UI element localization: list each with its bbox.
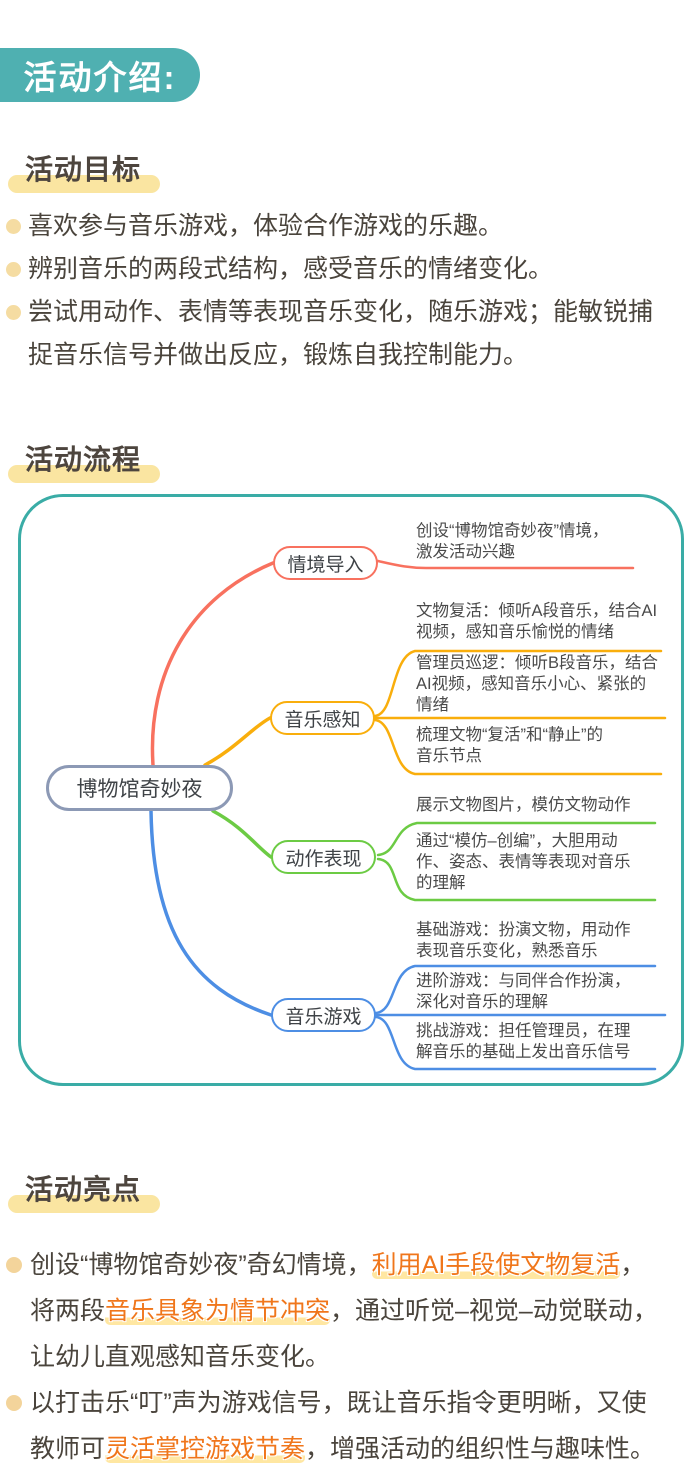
mindmap-leaf: 通过“模仿–创编”，大胆用动 作、姿态、表情等表现对音乐 的理解 — [416, 832, 631, 892]
node-label: 音乐感知 — [284, 709, 361, 731]
goals-list: 喜欢参与音乐游戏，体验合作游戏的乐趣。 辨别音乐的两段式结构，感受音乐的情绪变化… — [6, 205, 668, 377]
highlights-title: 活动亮点 — [8, 1168, 160, 1213]
subline-blue-3 — [374, 1015, 657, 1071]
text-segment: 以打击乐“叮”声为游戏信号，既让音乐指令更明晰，又使教师可 — [30, 1389, 647, 1463]
mindmap-node-game: 音乐游戏 — [271, 998, 376, 1032]
list-item: 以打击乐“叮”声为游戏信号，既让音乐指令更明晰，又使教师可灵活掌控游戏节奏，增强… — [6, 1380, 670, 1464]
bullet-dot — [6, 1395, 22, 1411]
highlighted-text-segment: 音乐具象为情节冲突 — [105, 1297, 331, 1325]
subline-green-2 — [376, 857, 657, 902]
bullet-dot — [6, 219, 21, 234]
trunk-line-yellow — [203, 716, 272, 767]
mindmap-node-context: 情境导入 — [273, 546, 378, 580]
mindmap-node-movement: 动作表现 — [271, 840, 376, 874]
list-item: 辨别音乐的两段式结构，感受音乐的情绪变化。 — [6, 248, 668, 291]
mindmap-leaf: 梳理文物“复活”和“静止”的 音乐节点 — [416, 726, 603, 765]
subline-yellow-1 — [373, 649, 663, 718]
mindmap-leaf: 创设“博物馆奇妙夜”情境， 激发活动兴趣 — [416, 522, 609, 561]
text-segment: ，增强活动的组织性与趣味性。 — [305, 1435, 656, 1463]
highlights-title-text: 活动亮点 — [25, 1174, 142, 1205]
goal-text: 辨别音乐的两段式结构，感受音乐的情绪变化。 — [28, 255, 554, 283]
mindmap-connector-lines — [149, 559, 667, 1071]
node-label: 音乐游戏 — [285, 1006, 362, 1028]
highlighted-text-segment: 灵活掌控游戏节奏 — [105, 1435, 306, 1463]
text-segment: ，通过听觉–视觉–动觉联动，让幼儿直观感知音乐变化。 — [30, 1297, 658, 1371]
bullet-dot — [6, 1257, 22, 1273]
bullet-dot — [6, 262, 21, 277]
process-title-text: 活动流程 — [25, 444, 142, 475]
goals-title-text: 活动目标 — [25, 154, 142, 185]
goal-text: 尝试用动作、表情等表现音乐变化，随乐游戏；能敏锐捕捉音乐信号并做出反应，锻炼自我… — [28, 298, 654, 369]
mindmap-central-node: 博物馆奇妙夜 — [46, 765, 233, 811]
bullet-dot — [6, 305, 21, 320]
central-node-label: 博物馆奇妙夜 — [76, 778, 203, 801]
mindmap-leaf: 基础游戏：扮演文物，用动作 表现音乐变化，熟悉音乐 — [416, 921, 631, 960]
text-segment: ，将两段 — [30, 1251, 646, 1325]
node-label: 情境导入 — [287, 554, 364, 576]
mindmap-box: 博物馆奇妙夜 情境导入 音乐感知 动作表现 音乐游戏 创设“博物馆奇妙夜”情境，… — [18, 494, 684, 1086]
process-title: 活动流程 — [8, 438, 160, 483]
trunk-line-blue — [149, 809, 273, 1017]
trunk-line-green — [211, 809, 273, 859]
node-label: 动作表现 — [285, 848, 362, 870]
list-item: 创设“博物馆奇妙夜”奇幻情境，利用AI手段使文物复活，将两段音乐具象为情节冲突，… — [6, 1242, 670, 1380]
trunk-line-red — [150, 561, 275, 767]
highlights-list: 创设“博物馆奇妙夜”奇幻情境，利用AI手段使文物复活，将两段音乐具象为情节冲突，… — [6, 1242, 670, 1464]
mindmap-node-perception: 音乐感知 — [270, 701, 375, 735]
subline-yellow-3 — [373, 718, 663, 776]
list-item: 喜欢参与音乐游戏，体验合作游戏的乐趣。 — [6, 205, 668, 248]
subline-green-1 — [376, 821, 657, 857]
subline-red — [376, 559, 635, 570]
subline-blue-1 — [374, 964, 657, 1015]
highlighted-text-segment: 利用AI手段使文物复活 — [371, 1251, 621, 1279]
mindmap-leaf: 管理员巡逻：倾听B段音乐，结合 AI视频，感知音乐小心、紧张的 情绪 — [416, 654, 659, 714]
mindmap-leaf: 文物复活：倾听A段音乐，结合AI 视频，感知音乐愉悦的情绪 — [416, 602, 658, 641]
mindmap-leaf: 展示文物图片，模仿文物动作 — [416, 796, 631, 814]
text-segment: 创设“博物馆奇妙夜”奇幻情境， — [30, 1251, 372, 1279]
goal-text: 喜欢参与音乐游戏，体验合作游戏的乐趣。 — [28, 212, 504, 240]
mindmap-leaf: 进阶游戏：与同伴合作扮演， 深化对音乐的理解 — [416, 972, 631, 1011]
goals-title: 活动目标 — [8, 148, 160, 193]
mindmap-leaf: 挑战游戏：担任管理员，在理 解音乐的基础上发出音乐信号 — [416, 1022, 631, 1061]
intro-badge-label: 活动介绍: — [23, 59, 177, 96]
intro-badge: 活动介绍: — [0, 48, 200, 102]
list-item: 尝试用动作、表情等表现音乐变化，随乐游戏；能敏锐捕捉音乐信号并做出反应，锻炼自我… — [6, 291, 668, 377]
